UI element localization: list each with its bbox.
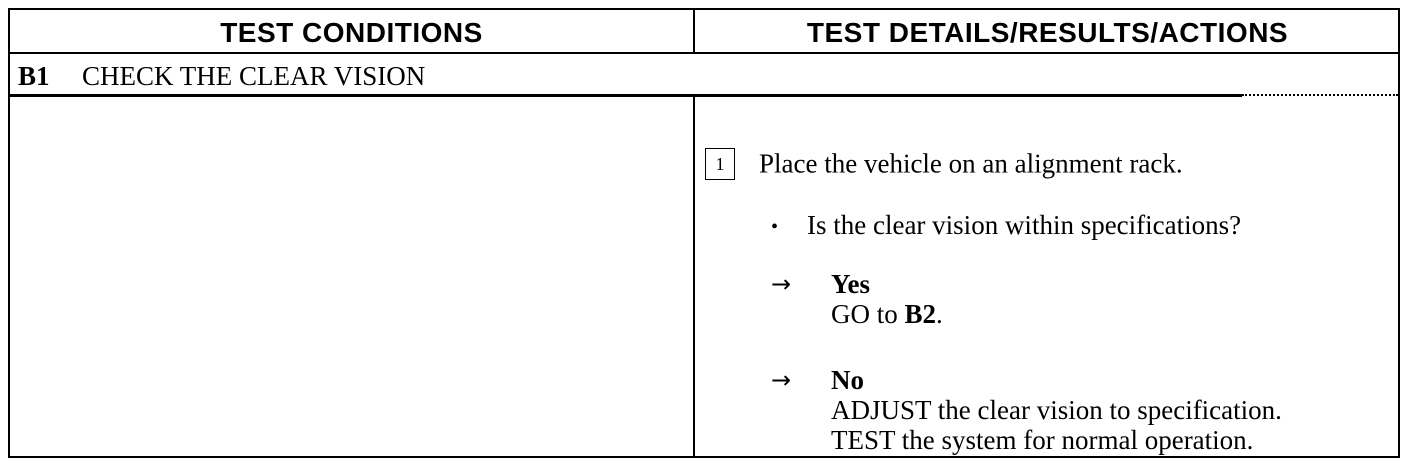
header-rule: [10, 52, 1398, 54]
step-1: 1 Place the vehicle on an alignment rack.: [705, 146, 1183, 180]
answer-no-line-1: ADJUST the clear vision to specification…: [831, 395, 1282, 425]
answer-yes-action: GO to B2.: [831, 299, 943, 329]
answer-no-title: No: [831, 365, 864, 395]
test-details-cell: 1 Place the vehicle on an alignment rack.…: [695, 97, 1398, 456]
answer-yes-target: B2: [904, 299, 937, 329]
arrow-right-icon: →: [771, 270, 792, 298]
section-rule-tail: [1242, 94, 1398, 96]
section-rule: [10, 94, 1242, 97]
question-text: Is the clear vision within specification…: [807, 210, 1242, 240]
step-number-box: 1: [705, 147, 735, 180]
header-test-conditions: TEST CONDITIONS: [220, 17, 483, 48]
diagnostic-table: TEST CONDITIONS TEST DETAILS/RESULTS/ACT…: [8, 8, 1400, 458]
answer-yes-title: Yes: [831, 269, 870, 299]
header-divider: [693, 10, 695, 52]
section-title: CHECK THE CLEAR VISION: [82, 61, 426, 91]
question: • Is the clear vision within specificatio…: [771, 210, 1241, 241]
arrow-right-icon: →: [771, 366, 792, 394]
bullet-icon: •: [771, 216, 779, 239]
header-test-details: TEST DETAILS/RESULTS/ACTIONS: [806, 17, 1289, 48]
answer-no-line-2: TEST the system for normal operation.: [831, 425, 1254, 455]
column-divider: [693, 97, 695, 456]
section-heading: B1 CHECK THE CLEAR VISION: [10, 54, 425, 96]
section-code: B1: [18, 61, 50, 91]
step-text: Place the vehicle on an alignment rack.: [759, 148, 1183, 179]
